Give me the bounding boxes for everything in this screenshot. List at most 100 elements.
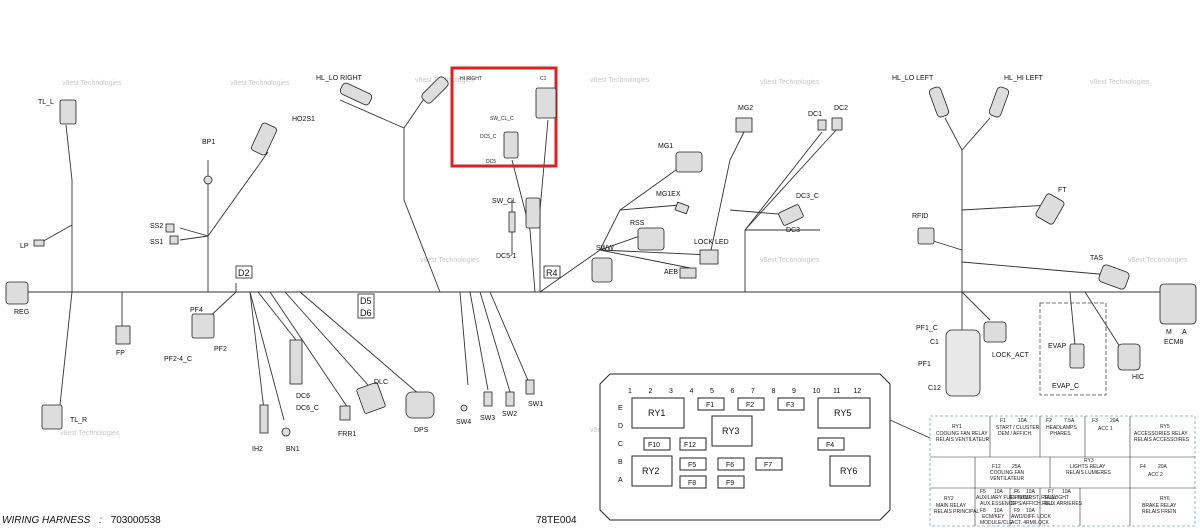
legend-f5-id: F5 [980, 489, 986, 495]
legend-f8-en: ECM/KEY [982, 514, 1005, 520]
label-lock-act: LOCK_ACT [992, 352, 1030, 359]
legend-f8-amp: 10A [994, 508, 1004, 514]
footer-harness-number: 703000538 [110, 515, 161, 526]
legend-ry6-id: RY6 [1160, 496, 1170, 502]
ss2-connector [165, 223, 175, 233]
label-hl-hi-left: HL_HI LEFT [1004, 75, 1044, 82]
fuse-box-column-number: 12 [854, 388, 862, 395]
connector-labels: TL_L LP REG FP TL_R BP1 SS2 SS1 D2 PF4 P… [14, 75, 1187, 453]
label-hi-right: HI RIGHT [460, 76, 482, 82]
fuse-f5 [679, 457, 707, 471]
legend-f1-id: F1 [1000, 418, 1006, 424]
legend-f8-id: F8 [980, 508, 986, 514]
relay-ry1 [631, 397, 685, 429]
label-bp1: BP1 [202, 139, 215, 146]
watermark: v8est Technologies [420, 257, 480, 264]
frr1-connector [339, 405, 351, 421]
watermark: v8est Technologies [760, 79, 820, 86]
footer-harness: WIRING HARNESS : 703000538 [2, 515, 161, 526]
label-dc5: DC5 [486, 159, 496, 165]
sw3-connector [483, 391, 493, 407]
label-pf4: PF4 [190, 307, 203, 314]
label-dc6c: DC6_C [296, 405, 319, 412]
label-rfid: RFID [912, 213, 928, 220]
legend-ry6-fr: RELAIS FREIN [1142, 509, 1177, 515]
watermark: v8est Technologies [1090, 79, 1150, 86]
fp-connector [115, 325, 131, 345]
fuse-box-column-number: 10 [813, 388, 821, 395]
label-d5: D5 [360, 296, 372, 306]
fuse-box-column-number: 7 [751, 388, 755, 395]
fuse-box-row-letter: D [618, 423, 623, 430]
label-dc5-1: DC5-1 [496, 253, 516, 260]
fuse-f2-label: F2 [746, 402, 754, 409]
label-aeb: AEB [664, 269, 678, 276]
legend-f12-en: COOLING FAN [990, 470, 1025, 476]
dc1-connector [817, 119, 827, 131]
label-dps: DPS [414, 427, 429, 434]
hi-right-connector [421, 76, 449, 104]
evap-dashed-region [1039, 302, 1107, 396]
label-sw2: SW2 [502, 411, 517, 418]
ss1-connector [169, 235, 179, 245]
label-d2: D2 [238, 268, 250, 278]
label-hl-lo-left: HL_LO LEFT [892, 75, 934, 82]
label-dc6: DC6 [296, 393, 310, 400]
fuse-f3-label: F3 [786, 402, 794, 409]
label-c12: C12 [928, 385, 941, 392]
legend-ry5-fr: RELAIS ACCESSOIRES [1134, 437, 1190, 443]
lp-connector [33, 239, 45, 247]
legend-f12-id: F12 [992, 464, 1001, 470]
ho2s1-connector [250, 122, 278, 156]
footer-drawing-code: 78TE004 [536, 515, 577, 526]
label-ecm8: ECM8 [1164, 339, 1184, 346]
label-bn1: BN1 [286, 446, 300, 453]
pf4-connector [191, 313, 215, 339]
relay-ry6 [829, 455, 871, 487]
hl-hi-left-connector [988, 86, 1010, 118]
label-sw-cl-c: SW_CL_C [490, 116, 514, 122]
label-tl-l: TL_L [38, 99, 54, 106]
legend-ry1-id: RY1 [952, 424, 962, 430]
label-sww: SWW [596, 245, 614, 252]
fuse-box-row-letter: B [618, 459, 623, 466]
fuse-f4-label: F4 [826, 442, 834, 449]
label-c1b: C1 [930, 339, 939, 346]
label-frr1: FRR1 [338, 431, 356, 438]
label-lp: LP [20, 243, 29, 250]
lock-led-connector [699, 249, 719, 265]
sww-connector [591, 257, 613, 283]
tl-l-connector [59, 99, 77, 125]
legend-f3-en: ACC 1 [1098, 426, 1113, 432]
legend-ry5-en: ACCESSORIES RELAY [1134, 431, 1188, 437]
legend-f5-amp: 10A [994, 489, 1004, 495]
ih2-connector [259, 404, 269, 434]
label-mg1: MG1 [658, 143, 673, 150]
fuse-box-column-number: 6 [731, 388, 735, 395]
mg1-connector [675, 151, 703, 173]
pf1-module [945, 329, 981, 397]
fuse-f6 [717, 457, 745, 471]
fuse-box-row-letter: E [618, 405, 623, 412]
label-pf1: PF1 [918, 361, 931, 368]
legend-ry3-id: RY3 [1084, 458, 1094, 464]
legend-f7-fr: FEUX ARRIERES [1042, 501, 1083, 507]
legend-f1-fr: DEM / AFFICH. [998, 431, 1032, 437]
aeb-connector [679, 267, 697, 279]
label-ft: FT [1058, 187, 1067, 194]
fuse-box-column-number: 3 [669, 388, 673, 395]
fuse-f1 [697, 397, 725, 411]
fuse-box-column-number: 8 [772, 388, 776, 395]
label-a: A [1182, 329, 1187, 336]
legend-f1-amp: 10A [1018, 418, 1028, 424]
legend-f12-fr: VENTILATEUR [990, 476, 1024, 482]
c1-connector [535, 87, 557, 119]
rfid-connector [917, 227, 935, 245]
fuse-f10 [643, 437, 671, 451]
label-r4: R4 [546, 268, 558, 278]
fuse-f7 [755, 457, 783, 471]
legend-f2-id: F2 [1046, 418, 1052, 424]
label-dc5-c: DC5_C [480, 134, 497, 140]
label-evap: EVAP [1048, 343, 1066, 350]
